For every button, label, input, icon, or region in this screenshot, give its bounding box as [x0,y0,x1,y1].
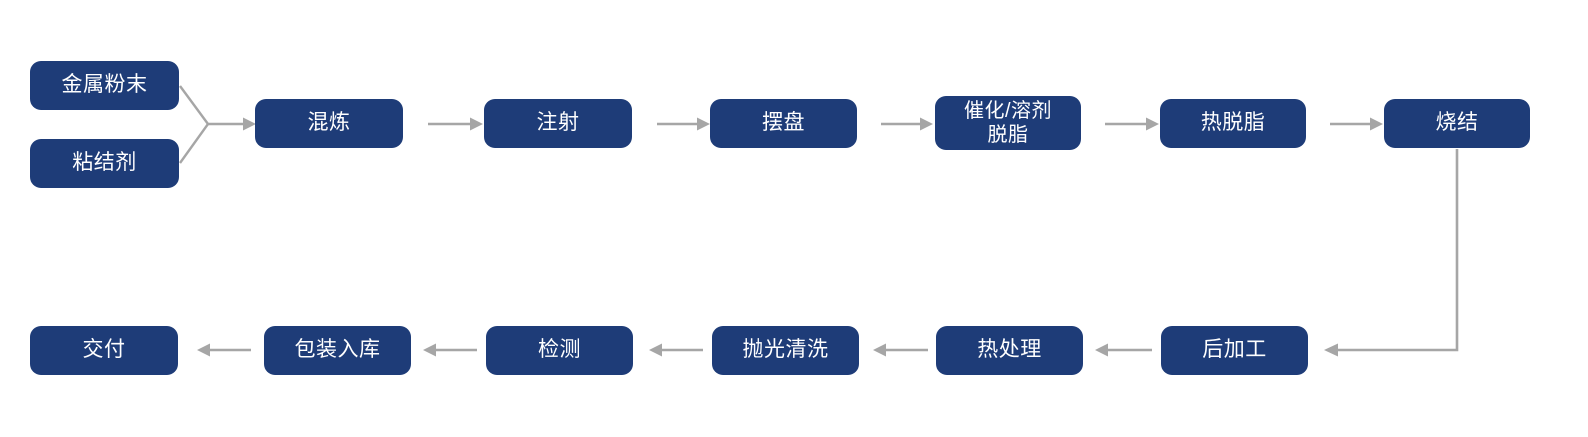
arrow-head [470,117,483,131]
node-delivery[interactable]: 交付 [30,326,178,375]
arrow-head [649,343,662,357]
elbow-arrow-head [1324,343,1338,357]
node-mixing[interactable]: 混炼 [255,99,403,148]
elbow-path [1338,149,1459,352]
arrow-debinding-to-thermal-debinding [1105,117,1159,131]
merge-connector-inputs-to-mixing [179,85,256,164]
merge-line-from-metal-powder [179,85,209,125]
arrow-polishing-cleaning-to-inspection [649,343,703,357]
node-polishing-cleaning[interactable]: 抛光清洗 [712,326,859,375]
arrow-head [1370,117,1383,131]
arrow-head [873,343,886,357]
arrow-packaging-to-delivery [197,343,251,357]
node-tray-loading[interactable]: 摆盘 [710,99,857,148]
arrow-head [1095,343,1108,357]
node-thermal-debinding[interactable]: 热脱脂 [1160,99,1306,148]
arrow-head [423,343,436,357]
node-heat-treatment[interactable]: 热处理 [936,326,1083,375]
arrow-tray-loading-to-debinding [881,117,933,131]
elbow-connector-sintering-to-post-processing [1324,149,1459,357]
arrow-head [1146,117,1159,131]
arrow-head [920,117,933,131]
node-post-processing[interactable]: 后加工 [1161,326,1308,375]
arrow-mixing-to-injection [428,117,483,131]
merge-line-from-binder [179,123,209,164]
node-catalytic-solvent-debinding[interactable]: 催化/溶剂 脱脂 [935,96,1081,150]
arrow-head [697,117,710,131]
node-metal-powder[interactable]: 金属粉末 [30,61,179,110]
arrow-post-processing-to-heat-treatment [1095,343,1152,357]
node-inspection[interactable]: 检测 [486,326,633,375]
arrow-thermal-debinding-to-sintering [1330,117,1383,131]
arrow-head [197,343,210,357]
arrow-injection-to-tray-loading [657,117,710,131]
arrow-heat-treatment-to-polishing-cleaning [873,343,928,357]
node-binder[interactable]: 粘结剂 [30,139,179,188]
node-packaging-warehousing[interactable]: 包装入库 [264,326,411,375]
arrow-inspection-to-packaging [423,343,477,357]
node-injection[interactable]: 注射 [484,99,632,148]
node-sintering[interactable]: 烧结 [1384,99,1530,148]
